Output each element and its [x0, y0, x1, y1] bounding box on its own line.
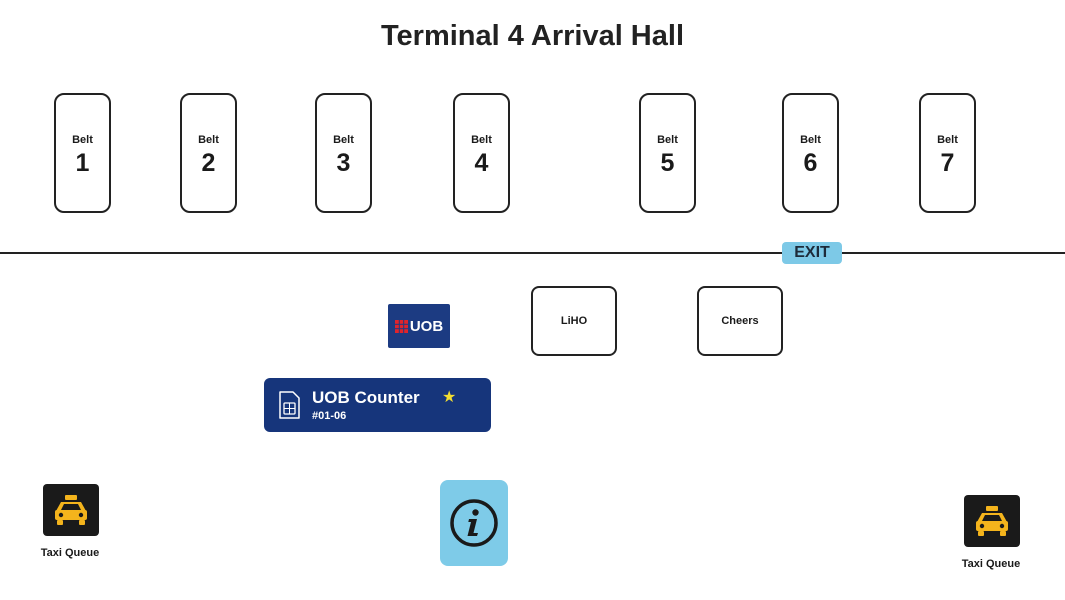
taxi-queue-right[interactable] [964, 495, 1020, 547]
belt-7[interactable]: Belt 7 [919, 93, 976, 213]
belt-2[interactable]: Belt 2 [180, 93, 237, 213]
exit-marker[interactable]: EXIT [782, 242, 842, 264]
taxi-icon [976, 506, 1008, 536]
belt-4[interactable]: Belt 4 [453, 93, 510, 213]
belt-number: 4 [474, 149, 489, 177]
sim-card-icon [279, 391, 300, 419]
belt-number: 7 [940, 149, 955, 177]
shop-label: Cheers [721, 315, 759, 327]
belt-label: Belt [471, 134, 492, 146]
taxi-queue-label: Taxi Queue [40, 547, 100, 559]
taxi-queue-label: Taxi Queue [961, 558, 1021, 570]
taxi-icon [55, 495, 87, 525]
belt-label: Belt [198, 134, 219, 146]
belt-label: Belt [800, 134, 821, 146]
belt-label: Belt [937, 134, 958, 146]
uob-counter-card[interactable]: UOB Counter #01-06 ★ [264, 378, 491, 432]
uob-mark-icon [394, 319, 408, 333]
counter-name: UOB Counter [312, 388, 420, 407]
belt-label: Belt [657, 134, 678, 146]
belt-label: Belt [72, 134, 93, 146]
page-title: Terminal 4 Arrival Hall [380, 20, 684, 52]
customs-divider-line [0, 252, 1065, 254]
information-point[interactable] [440, 480, 508, 566]
shop-cheers[interactable]: Cheers [697, 286, 783, 356]
belt-label: Belt [333, 134, 354, 146]
belt-number: 5 [660, 149, 675, 177]
belt-number: 3 [336, 149, 351, 177]
info-icon [450, 499, 498, 547]
belt-3[interactable]: Belt 3 [315, 93, 372, 213]
counter-unit-number: #01-06 [312, 410, 347, 422]
star-icon: ★ [442, 389, 457, 406]
uob-logo[interactable]: UOB [388, 304, 450, 348]
uob-logo-text: UOB [409, 317, 444, 335]
belt-6[interactable]: Belt 6 [782, 93, 839, 213]
belt-1[interactable]: Belt 1 [54, 93, 111, 213]
shop-liho[interactable]: LiHO [531, 286, 617, 356]
taxi-queue-left[interactable] [43, 484, 99, 536]
belt-5[interactable]: Belt 5 [639, 93, 696, 213]
belt-number: 6 [803, 149, 818, 177]
belt-number: 2 [201, 149, 216, 177]
shop-label: LiHO [560, 315, 588, 327]
belt-number: 1 [75, 149, 90, 177]
